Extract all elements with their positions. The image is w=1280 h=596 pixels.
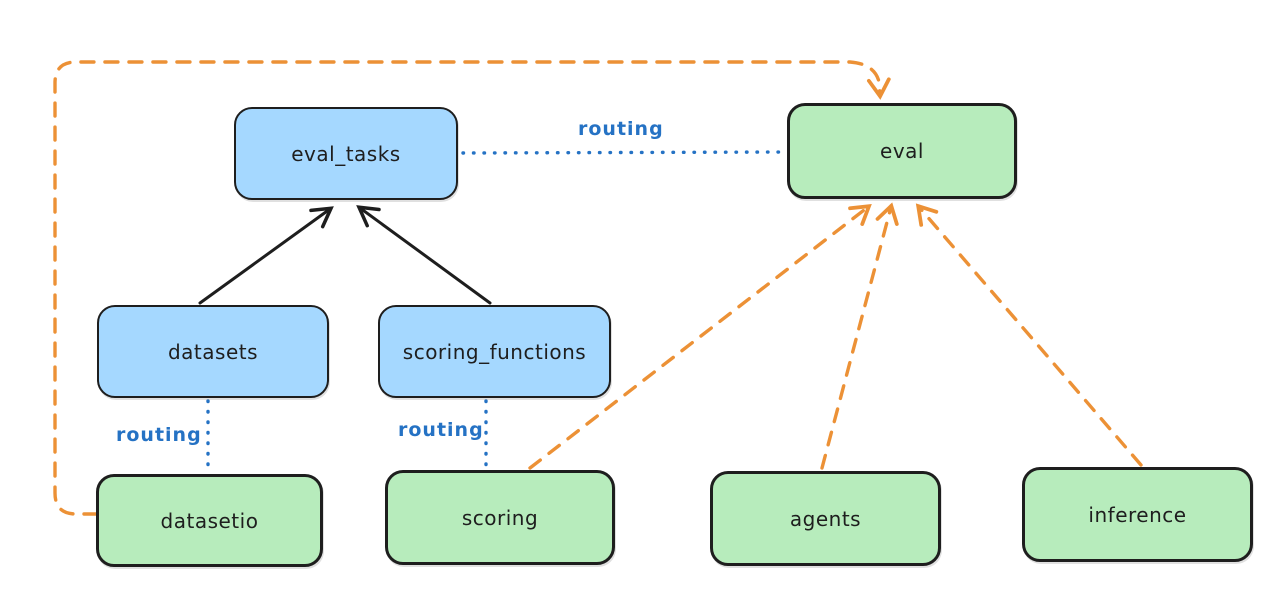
edge-datasets-to-eval-tasks (198, 206, 334, 305)
edge-scoring-to-eval (528, 204, 872, 470)
node-datasetio: datasetio (96, 474, 323, 567)
node-scoring: scoring (385, 470, 615, 565)
routing-label-datasets-datasetio: routing (116, 424, 202, 446)
node-datasets: datasets (97, 305, 329, 398)
routing-label-eval-tasks-eval: routing (578, 118, 664, 140)
routing-label-scoring-functions-scoring: routing (398, 419, 484, 441)
node-agents: agents (710, 471, 941, 566)
edge-scoring-functions-to-eval-tasks (356, 205, 492, 305)
edge-inference-to-eval (915, 203, 1143, 467)
edge-datasetio-to-eval (53, 60, 891, 516)
edge-eval-tasks-to-eval-routing (461, 150, 786, 155)
node-scoring-functions: scoring_functions (378, 305, 611, 398)
node-inference: inference (1022, 467, 1253, 562)
node-eval-tasks: eval_tasks (234, 107, 458, 200)
edge-agents-to-eval (820, 202, 899, 470)
node-eval: eval (787, 103, 1017, 199)
